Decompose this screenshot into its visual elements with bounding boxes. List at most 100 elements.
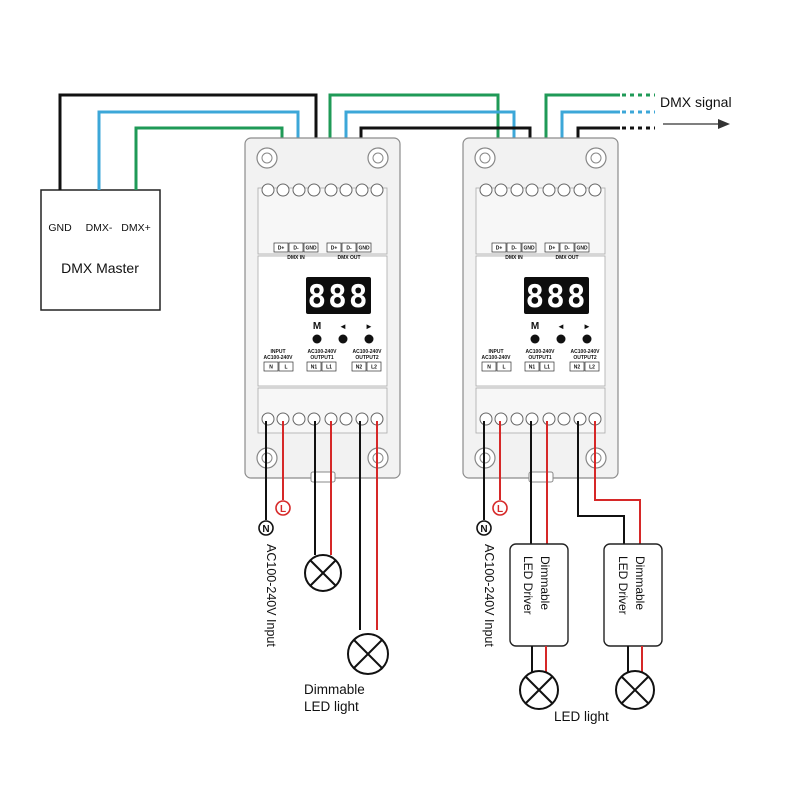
dmx-in-pin-3 [303,242,319,253]
output2-pin-1-label: N2 [574,365,581,371]
menu-button[interactable] [530,334,540,344]
display-readout: 888 [308,279,370,315]
terminal-bottom-5[interactable] [542,412,556,426]
output2-pin-1-label: N2 [356,365,363,371]
terminal-bottom-7[interactable] [355,412,369,426]
dmx-out-pin-2 [341,242,357,253]
output2-pin-2-label: L2 [371,365,377,371]
display-readout: 888 [526,279,588,315]
input-label-2: AC100-240V [482,355,512,361]
led-driver-2: Dimmable LED Driver [603,543,663,647]
output2-label-1: AC100-240V [571,349,601,355]
dmx-in-pin-3-label: GND [523,246,535,252]
terminal-top-5[interactable] [542,183,556,197]
output2-pin-2 [366,361,382,372]
dmx-out-label: DMX OUT [555,255,578,261]
terminal-top-5[interactable] [324,183,338,197]
bulb-icon-right-2 [615,670,655,710]
dmx-out-pin-2-label: D- [564,246,570,252]
dmx-out-pin-1-label: D+ [549,246,556,252]
output1-pin-2-label: L1 [544,365,550,371]
terminal-bottom-6[interactable] [339,412,353,426]
input-pin-1-label: N [269,365,273,371]
svg-text:Dimmable: Dimmable [538,556,552,610]
left-button[interactable] [338,334,348,344]
input-pin-2 [496,361,512,372]
left-output-wiring [265,421,378,630]
dmx-out-pin-3-label: GND [358,246,370,252]
output1-pin-2-label: L1 [326,365,332,371]
master-pin-dmx-plus: DMX+ [121,222,150,234]
output2-pin-1 [569,361,585,372]
right-button[interactable] [582,334,592,344]
terminal-top-4[interactable] [525,183,539,197]
terminal-bottom-1[interactable] [261,412,275,426]
input-pin-1 [481,361,497,372]
input-pin-2 [278,361,294,372]
terminal-top-3[interactable] [510,183,524,197]
master-pin-gnd: GND [48,222,72,234]
dmx-in-label: DMX IN [505,255,523,261]
left-ac-input-label: AC100-240V Input [264,544,278,647]
master-title: DMX Master [61,260,139,276]
terminal-top-7[interactable] [573,183,587,197]
dmx-in-pin-2 [288,242,304,253]
dmx-in-pin-3-label: GND [305,246,317,252]
dmx-out-pin-1 [326,242,342,253]
terminal-top-8[interactable] [588,183,602,197]
terminal-top-2[interactable] [276,183,290,197]
menu-button[interactable] [312,334,322,344]
right-power-l: L [492,500,508,516]
terminal-bottom-3[interactable] [510,412,524,426]
button-left-label: ◄ [557,322,565,331]
terminal-bottom-7[interactable] [573,412,587,426]
input-pin-1-label: N [487,365,491,371]
right-ac-input-label: AC100-240V Input [482,544,496,647]
svg-text:L: L [280,504,286,515]
output1-label-2: OUTPUT1 [310,355,334,361]
dmx-in-pin-1-label: D+ [496,246,503,252]
terminal-top-7[interactable] [355,183,369,197]
right-button[interactable] [364,334,374,344]
terminal-top-3[interactable] [292,183,306,197]
terminal-top-6[interactable] [339,183,353,197]
terminal-bottom-6[interactable] [557,412,571,426]
dmx-in-pin-2 [506,242,522,253]
seven-segment-display [306,277,371,314]
left-load-line1: Dimmable [304,682,365,697]
left-load-line2: LED light [304,699,359,714]
dmx-signal-dashes [622,93,655,130]
input-pin-2-label: L [284,365,287,371]
led-driver-1: Dimmable LED Driver [509,543,569,647]
dmx-out-pin-1 [544,242,560,253]
dmx-in-label: DMX IN [287,255,305,261]
dmx-in-pin-2-label: D- [511,246,517,252]
terminal-top-1[interactable] [261,183,275,197]
terminal-bottom-3[interactable] [292,412,306,426]
dmx-in-pin-1 [491,242,507,253]
left-power-l: L [275,500,291,516]
dmx-out-label: DMX OUT [337,255,360,261]
terminal-top-1[interactable] [479,183,493,197]
terminal-top-2[interactable] [494,183,508,197]
input-pin-1 [263,361,279,372]
terminal-top-8[interactable] [370,183,384,197]
svg-text:Dimmable: Dimmable [633,556,647,610]
button-m-label: M [531,321,539,332]
button-m-label: M [313,321,321,332]
dmx-out-pin-1-label: D+ [331,246,338,252]
terminal-bottom-1[interactable] [479,412,493,426]
left-button[interactable] [556,334,566,344]
dmx-in-pin-3 [521,242,537,253]
terminal-top-4[interactable] [307,183,321,197]
terminal-top-6[interactable] [557,183,571,197]
svg-text:N: N [262,524,269,535]
input-label-1: INPUT [489,349,504,355]
output1-pin-1-label: N1 [311,365,318,371]
output2-label-2: OUTPUT2 [355,355,379,361]
input-label-1: INPUT [271,349,286,355]
dmx-in-pin-2-label: D- [293,246,299,252]
dmx-out-pin-2 [559,242,575,253]
